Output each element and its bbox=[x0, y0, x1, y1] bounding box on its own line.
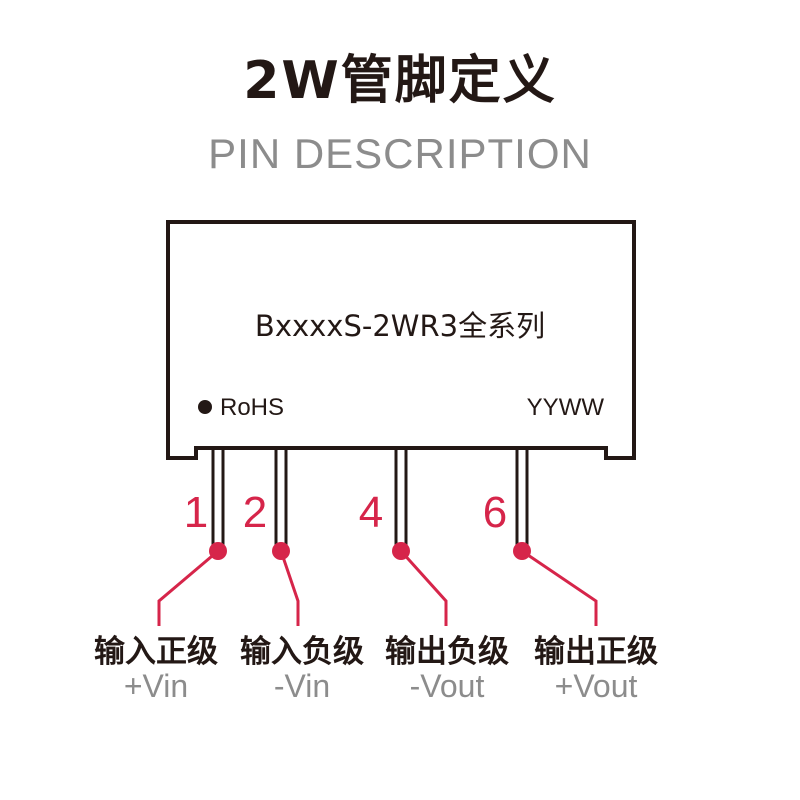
leader-line-6 bbox=[521, 549, 598, 626]
leader-line-1 bbox=[157, 549, 219, 626]
pin-1-name-en: +Vin bbox=[123, 668, 189, 704]
page-subtitle: PIN DESCRIPTION bbox=[208, 130, 592, 177]
pin-2-name-en: -Vin bbox=[273, 668, 331, 704]
page-title: 2W管脚定义 bbox=[243, 51, 557, 111]
pin-dot-2 bbox=[272, 542, 290, 560]
pin-dot-6 bbox=[513, 542, 531, 560]
pin-number-1: 1 bbox=[184, 488, 208, 537]
pin-2-name-cn: 输入负级 bbox=[240, 634, 364, 670]
date-code-label: YYWW bbox=[527, 394, 605, 421]
pin-leg-2 bbox=[274, 448, 288, 548]
pin-leg-6 bbox=[515, 448, 529, 548]
pin-6-name-cn: 输出正级 bbox=[534, 634, 658, 670]
pin-number-2: 2 bbox=[243, 488, 267, 537]
pin-leg-1 bbox=[211, 448, 225, 548]
pin-dot-4 bbox=[392, 542, 410, 560]
pin-leg-4 bbox=[394, 448, 408, 548]
rohs-dot-icon bbox=[198, 400, 212, 414]
pin-6-name-en: +Vout bbox=[554, 668, 638, 704]
pin-1-name-cn: 输入正级 bbox=[94, 634, 218, 670]
module-body bbox=[166, 220, 636, 460]
leader-line-4 bbox=[399, 549, 448, 626]
leader-line-2 bbox=[279, 550, 300, 626]
pin-dot-1 bbox=[209, 542, 227, 560]
pin-4-name-cn: 输出负级 bbox=[385, 634, 509, 670]
pin-number-4: 4 bbox=[359, 488, 383, 537]
model-label: BxxxxS-2WR3全系列 bbox=[255, 309, 545, 343]
pin-number-6: 6 bbox=[483, 488, 507, 537]
rohs-label: RoHS bbox=[220, 394, 284, 421]
pin-4-name-en: -Vout bbox=[409, 668, 485, 704]
